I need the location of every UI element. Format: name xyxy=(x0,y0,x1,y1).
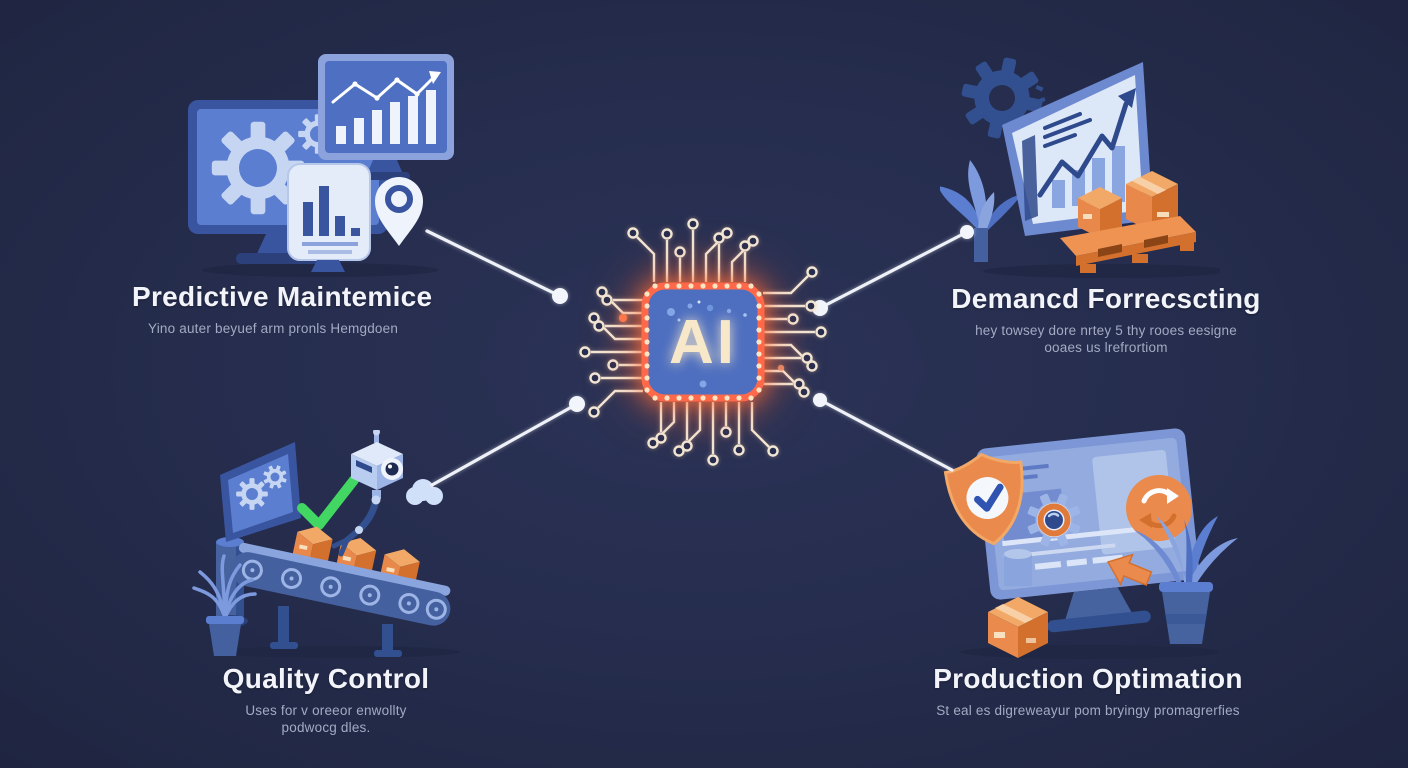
box-icon xyxy=(988,549,1048,658)
robot-camera-icon xyxy=(331,430,443,557)
connector-dot xyxy=(552,288,568,304)
lens-gear-icon xyxy=(1018,484,1090,556)
chart-monitor-icon xyxy=(318,54,454,180)
production-optimization-subtitle: St eal es digreweayur pom bryingy promag… xyxy=(936,703,1240,718)
quadrant-bottom-right-text: Production Optimation St eal es digrewea… xyxy=(930,663,1246,719)
shield-check-icon xyxy=(943,452,1024,546)
pallet-boxes-icon xyxy=(1060,171,1196,273)
quadrant-top-left-text: Predictive Maintemice Yino auter beyuef … xyxy=(132,281,462,337)
circuit-traces-icon xyxy=(579,218,827,466)
analytics-panel-icon xyxy=(287,163,371,272)
ai-chip: AI xyxy=(561,200,845,484)
plant-icon xyxy=(1134,516,1238,644)
predictive-maintenance-illustration xyxy=(188,54,454,277)
demand-forecasting-illustration xyxy=(940,49,1220,278)
production-optimization-title: Production Optimation xyxy=(933,663,1243,694)
gear-icon xyxy=(953,49,1051,147)
recycle-arrows-icon xyxy=(1126,475,1192,541)
checkmark-icon xyxy=(297,475,359,530)
quality-control-subtitle: Uses for v oreeor enwollty podwocg dles. xyxy=(245,703,407,735)
plant-icon xyxy=(940,160,1022,262)
quality-control-title: Quality Control xyxy=(222,663,430,694)
predictive-maintenance-subtitle: Yino auter beyuef arm pronls Hemgdoen xyxy=(148,321,399,336)
demand-forecasting-title: Demancd Forrecscting xyxy=(951,283,1261,314)
production-optimization-illustration xyxy=(943,428,1238,659)
floor-shadow xyxy=(983,264,1220,278)
predictive-maintenance-title: Predictive Maintemice xyxy=(132,281,433,312)
forecast-board-icon xyxy=(1002,62,1153,236)
demand-forecasting-subtitle: hey towsey dore nrtey 5 thy rooes eesign… xyxy=(975,323,1237,355)
connector-line-top-left xyxy=(425,229,562,298)
quadrant-top-right-text: Demancd Forrecscting hey towsey dore nrt… xyxy=(950,283,1262,356)
connector-line-bottom-right xyxy=(818,398,954,472)
ai-chip-label: AI xyxy=(669,308,737,377)
quadrant-bottom-left-text: Quality Control Uses for v oreeor enwoll… xyxy=(196,663,456,736)
connector-dot xyxy=(960,225,974,239)
location-pin-icon xyxy=(375,177,423,246)
quality-control-illustration xyxy=(192,430,460,658)
connector-line-top-right xyxy=(818,230,969,310)
connector-line-bottom-left xyxy=(430,402,579,487)
plant-icon xyxy=(192,554,257,656)
chip-dots xyxy=(667,300,747,388)
arrow-icon xyxy=(1106,553,1153,587)
conveyor-icon xyxy=(230,526,451,657)
